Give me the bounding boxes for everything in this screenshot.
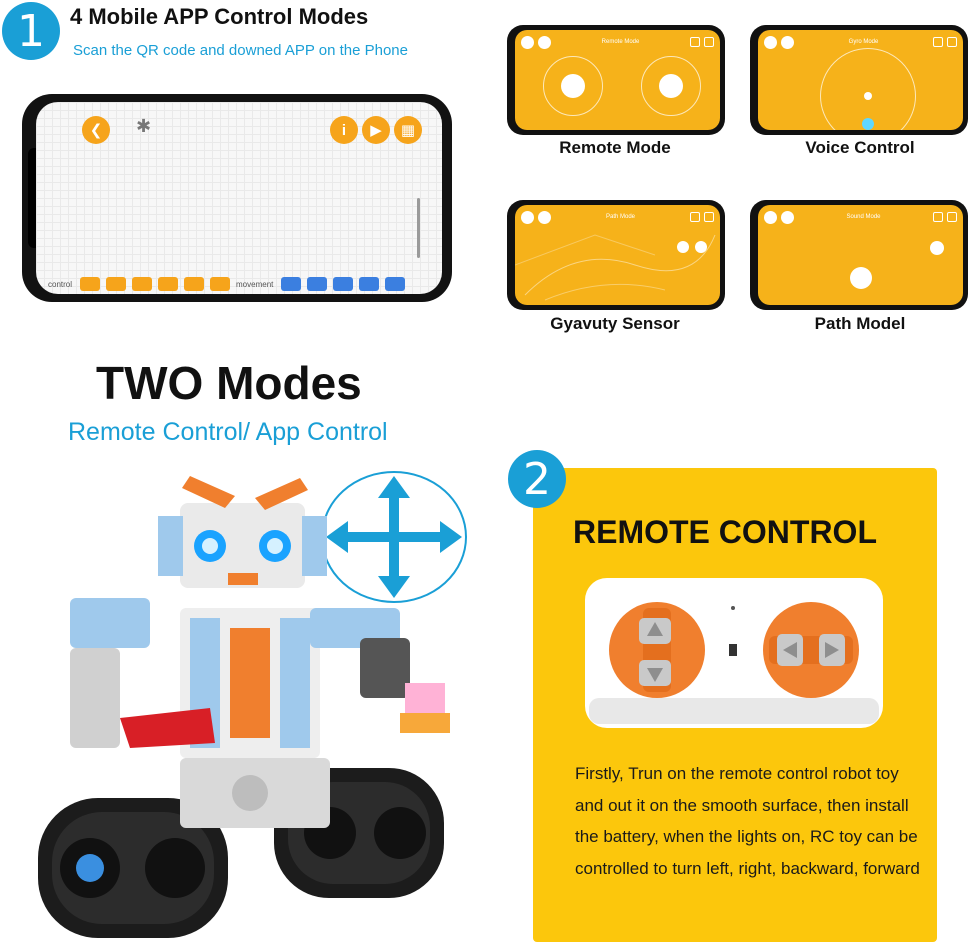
control-block[interactable] xyxy=(132,277,153,291)
save-icon[interactable]: ▦ xyxy=(394,116,422,144)
mode-label-gravity: Gyavuty Sensor xyxy=(550,314,680,333)
bluetooth-icon[interactable]: ✱ xyxy=(136,116,152,136)
mode-label-remote: Remote Mode xyxy=(559,138,671,157)
movement-block[interactable] xyxy=(385,277,406,291)
back-icon[interactable]: ❮ xyxy=(82,116,110,144)
remote-mode-phone: Remote Mode xyxy=(507,25,725,135)
menu-icon[interactable] xyxy=(690,212,700,222)
app-screen: ❮ ✱ i ▶ ▦ control movement xyxy=(36,102,442,294)
back-icon[interactable] xyxy=(764,35,777,49)
control-block[interactable] xyxy=(184,277,205,291)
path-model-phone: Sound Mode xyxy=(750,200,968,310)
refresh-icon[interactable] xyxy=(695,241,707,253)
direction-arrows-icon xyxy=(321,471,467,603)
remote-controller-illustration xyxy=(585,578,883,728)
robot-toy-illustration xyxy=(38,476,450,938)
menu-icon[interactable] xyxy=(947,37,957,47)
remote-control-panel: REMOTE CONTROL Firstly, Trun on the remo… xyxy=(533,468,937,942)
path-lines xyxy=(515,234,716,301)
control-block[interactable] xyxy=(106,277,127,291)
screen-title: Remote Mode xyxy=(601,39,640,45)
control-block[interactable] xyxy=(158,277,179,291)
block-palette: control movement xyxy=(36,274,442,294)
movement-block[interactable] xyxy=(281,277,302,291)
movement-block[interactable] xyxy=(333,277,354,291)
menu-icon[interactable] xyxy=(933,37,943,47)
scrollbar[interactable] xyxy=(417,198,420,258)
movement-block[interactable] xyxy=(359,277,380,291)
voice-control-phone: Gyro Mode xyxy=(750,25,968,135)
gyro-center-dot xyxy=(864,92,872,100)
screen-title: Path Mode xyxy=(605,214,636,220)
two-modes-title: TWO Modes xyxy=(96,357,362,409)
list-icon[interactable] xyxy=(930,241,944,255)
back-icon[interactable] xyxy=(764,210,777,224)
left-joystick[interactable] xyxy=(543,56,603,116)
app-modes-subtitle: Scan the QR code and downed APP on the P… xyxy=(73,42,408,59)
bluetooth-icon[interactable] xyxy=(538,35,551,49)
step-1-badge: 1 xyxy=(2,2,60,60)
back-icon[interactable] xyxy=(521,35,534,49)
menu-icon[interactable] xyxy=(704,212,714,222)
remote-control-title: REMOTE CONTROL xyxy=(573,514,877,550)
screen-title: Sound Mode xyxy=(846,214,881,220)
mode-label-voice: Voice Control xyxy=(805,138,915,157)
step-2-badge: 2 xyxy=(508,450,566,508)
control-block[interactable] xyxy=(210,277,231,291)
joystick-knob[interactable] xyxy=(561,74,585,98)
right-joystick[interactable] xyxy=(641,56,701,116)
menu-icon[interactable] xyxy=(947,212,957,222)
mode-label-path: Path Model xyxy=(814,314,906,333)
gyro-ring xyxy=(820,48,916,130)
menu-icon[interactable] xyxy=(704,37,714,47)
left-track xyxy=(38,798,228,938)
movement-block[interactable] xyxy=(307,277,328,291)
palette-label-control: control xyxy=(48,279,73,289)
gravity-sensor-phone: Path Mode xyxy=(507,200,725,310)
control-block[interactable] xyxy=(80,277,101,291)
remote-control-description: Firstly, Trun on the remote control robo… xyxy=(575,764,920,878)
menu-icon[interactable] xyxy=(933,212,943,222)
two-modes-subtitle: Remote Control/ App Control xyxy=(68,418,388,446)
microphone-icon[interactable] xyxy=(850,267,872,289)
gyro-indicator xyxy=(862,118,874,130)
bluetooth-icon[interactable] xyxy=(538,210,551,224)
phone-app-screenshot: ❮ ✱ i ▶ ▦ control movement xyxy=(22,94,452,302)
back-icon[interactable] xyxy=(521,210,534,224)
app-modes-title: 4 Mobile APP Control Modes xyxy=(70,4,369,29)
info-icon[interactable]: i xyxy=(330,116,358,144)
screen-title: Gyro Mode xyxy=(848,39,879,45)
play-icon[interactable]: ▶ xyxy=(362,116,390,144)
bluetooth-icon[interactable] xyxy=(781,210,794,224)
play-icon[interactable] xyxy=(677,241,689,253)
menu-icon[interactable] xyxy=(690,37,700,47)
joystick-knob[interactable] xyxy=(659,74,683,98)
palette-label-movement: movement xyxy=(236,279,274,289)
bluetooth-icon[interactable] xyxy=(781,35,794,49)
